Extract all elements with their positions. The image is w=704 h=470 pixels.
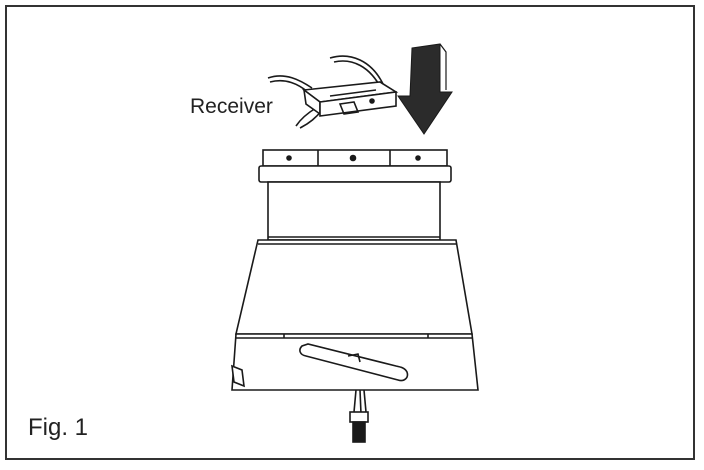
band-slot xyxy=(299,343,409,382)
connector-wire xyxy=(349,389,369,443)
receiver-module xyxy=(267,55,399,129)
down-arrow-icon xyxy=(397,43,453,135)
receiver-label: Receiver xyxy=(190,95,273,118)
figure-caption: Fig. 1 xyxy=(28,414,89,441)
